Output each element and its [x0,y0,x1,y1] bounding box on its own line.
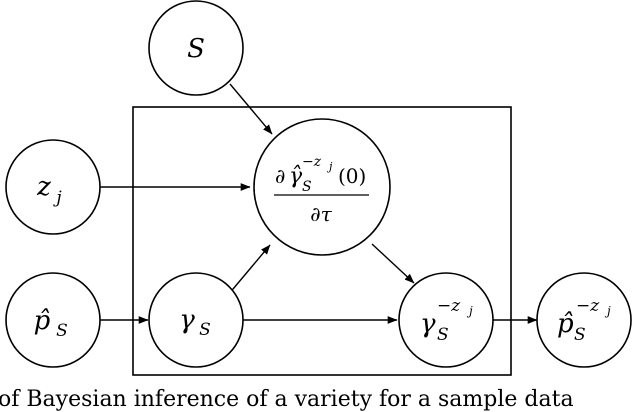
node-z-j-label: z [36,172,51,202]
edge-gamma-to-derivative [227,244,271,296]
node-p-hat-out-subscript: S [574,325,586,345]
node-p-hat-out-superscript: −z [576,296,600,316]
derivative-subscript: S [302,179,312,195]
node-gamma-out: γ S −z j [398,272,494,368]
node-p-hat-s: p̂ S [5,272,101,368]
node-gamma-s: γ S [148,272,244,368]
node-p-hat-out-superscript-subscript: j [604,304,611,318]
node-derivative: ∂ γ̂ S −z j (0) ∂τ [253,118,391,256]
node-p-hat-out: p̂ S −z j [536,272,632,368]
edge-derivative-to-gamma-out [371,243,415,284]
node-p-hat-out-label: p̂ [557,309,574,339]
node-gamma-out-superscript-subscript: j [466,304,473,318]
derivative-argument: (0) [338,164,366,188]
node-z-j-subscript: j [52,188,62,208]
derivative-superscript: −z [302,154,322,170]
node-p-hat-label: p̂ [34,306,51,336]
node-p-hat-subscript: S [56,321,68,341]
node-gamma-out-superscript: −z [437,296,461,316]
node-gamma-label: γ [179,305,195,335]
node-gamma-out-subscript: S [437,325,449,345]
plate-box [132,106,512,376]
node-s: S [148,0,244,96]
derivative-partial-symbol: ∂ [275,164,285,188]
node-gamma-out-label: γ [420,309,436,339]
node-z-j: z j [5,139,101,235]
figure-caption: of Bayesian inference of a variety for a… [0,387,574,412]
edge-s-to-derivative [229,83,273,135]
derivative-gamma-hat: γ̂ [289,164,303,189]
derivative-superscript-subscript: j [326,160,333,173]
node-gamma-subscript: S [199,320,211,340]
derivative-denominator: ∂τ [310,202,332,226]
node-s-label: S [187,34,205,64]
